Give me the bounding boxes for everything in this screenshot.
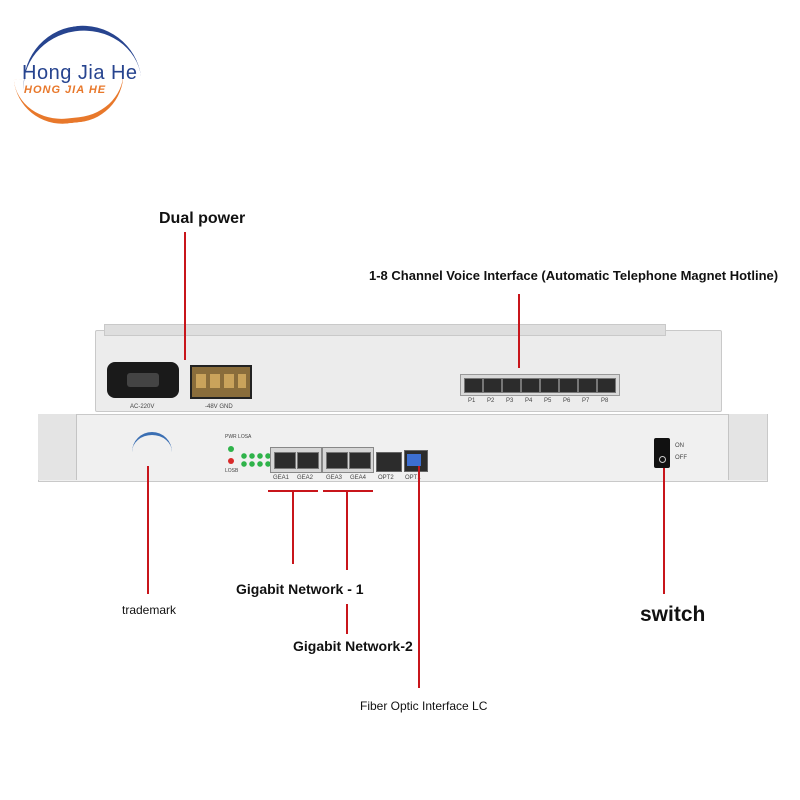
callout-gigabit-2 bbox=[346, 490, 348, 570]
led-los bbox=[228, 458, 234, 464]
front-rack-ear-right bbox=[728, 414, 767, 480]
callout-dual-power bbox=[184, 232, 186, 360]
ge-label-4: GEA4 bbox=[350, 475, 367, 481]
callout-switch bbox=[663, 468, 665, 594]
voice-port-label-3: P3 bbox=[506, 398, 514, 404]
logo-subtext: HONG JIA HE bbox=[24, 84, 107, 96]
voice-port-label-8: P8 bbox=[601, 398, 609, 404]
sfp-port-opt2 bbox=[376, 452, 402, 472]
rear-chassis-top bbox=[104, 324, 666, 336]
dc-terminal-block bbox=[190, 365, 252, 399]
led-pwr bbox=[228, 446, 234, 452]
voice-port-label-2: P2 bbox=[487, 398, 495, 404]
led-array bbox=[240, 452, 270, 468]
front-brand-mark bbox=[132, 432, 172, 457]
label-gigabit-2: Gigabit Network-2 bbox=[293, 638, 413, 654]
switch-on-label: ON bbox=[675, 443, 684, 449]
switch-off-label: OFF bbox=[675, 455, 687, 461]
sfp-port-opt1 bbox=[404, 450, 428, 472]
front-rack-ear-left bbox=[38, 414, 77, 480]
logo-text: Hong Jia He bbox=[22, 62, 138, 84]
label-gigabit-1: Gigabit Network - 1 bbox=[236, 581, 364, 597]
label-dual-power: Dual power bbox=[159, 210, 246, 227]
voice-port-panel bbox=[460, 374, 620, 396]
label-voice-interface: 1-8 Channel Voice Interface (Automatic T… bbox=[369, 268, 779, 283]
ge-label-3: GEA3 bbox=[326, 475, 343, 481]
power-rocker-switch bbox=[654, 438, 670, 468]
brand-logo: Hong Jia He HONG JIA HE bbox=[13, 18, 144, 129]
voice-port-label-6: P6 bbox=[563, 398, 571, 404]
led-label-bottom: LOSB bbox=[225, 468, 239, 474]
label-switch: switch bbox=[640, 603, 706, 626]
callout-trademark bbox=[147, 466, 149, 594]
ge-port-group-1 bbox=[270, 447, 322, 473]
voice-port-label-1: P1 bbox=[468, 398, 476, 404]
ac-power-socket bbox=[107, 362, 179, 398]
ac-label: AC-220V bbox=[130, 404, 155, 410]
voice-port-label-7: P7 bbox=[582, 398, 590, 404]
label-fiber: Fiber Optic Interface LC bbox=[360, 699, 488, 713]
callout-voice bbox=[518, 294, 520, 368]
ge-port-group-2 bbox=[322, 447, 374, 473]
opt-label-2: OPT2 bbox=[378, 475, 394, 481]
label-trademark: trademark bbox=[122, 603, 177, 617]
dc-label: -48V GND bbox=[205, 404, 233, 410]
ge-label-1: GEA1 bbox=[273, 475, 290, 481]
opt-label-1: OPT1 bbox=[405, 475, 421, 481]
callout-fiber bbox=[418, 466, 420, 688]
voice-port-label-4: P4 bbox=[525, 398, 533, 404]
callout-gigabit-2-bracket bbox=[323, 490, 373, 492]
voice-port-label-5: P5 bbox=[544, 398, 552, 404]
led-label-top: PWR LOSA bbox=[225, 434, 252, 440]
ge-label-2: GEA2 bbox=[297, 475, 314, 481]
callout-gigabit-2-lower bbox=[346, 604, 348, 634]
callout-gigabit-1 bbox=[292, 490, 294, 564]
